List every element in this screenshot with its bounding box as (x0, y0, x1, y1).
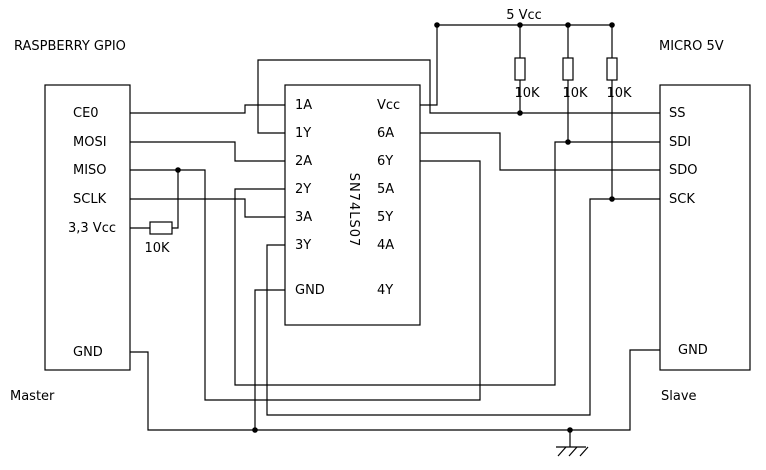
pin-label-5y: 5Y (377, 210, 393, 225)
pin-label-2a: 2A (295, 154, 312, 169)
wire-chip-gnd (254, 289, 285, 430)
pullup-3v3-value-label: 10K (144, 241, 170, 256)
junction-dot (565, 139, 571, 145)
junction-dot (609, 196, 615, 202)
pin-label-4a: 4A (377, 238, 394, 253)
power-rail-label: 5 Vcc (506, 8, 542, 23)
pin-label-2y: 2Y (295, 182, 311, 197)
ground-symbol (556, 446, 589, 457)
junction-dot (609, 22, 615, 28)
junction-dot (434, 22, 440, 28)
pullup3-value-label: 10K (606, 86, 632, 101)
pullup-resistor-3v3 (149, 221, 173, 235)
wire-mosi-to-2a (130, 141, 285, 162)
pin-label-4y: 4Y (377, 283, 393, 298)
ground-bus (130, 349, 660, 431)
junction-dot (517, 110, 523, 116)
wire-sclk-to-3a (130, 198, 285, 218)
pin-label-ss: SS (669, 106, 686, 121)
pin-label-sdo: SDO (669, 163, 698, 178)
pin-label-gnd-chip: GND (295, 283, 325, 298)
wire-6y-to-miso (130, 160, 481, 401)
pin-label-1y: 1Y (295, 126, 311, 141)
pin-label-3a: 3A (295, 210, 312, 225)
micro-5v-box (659, 84, 751, 371)
left-role-label: Master (10, 389, 55, 404)
pullup1-value-label: 10K (514, 86, 540, 101)
wire-sdo-to-6a (420, 132, 660, 171)
junction-dots (175, 22, 615, 433)
pullup-resistor-2 (562, 57, 574, 81)
pin-label-1a: 1A (295, 98, 312, 113)
wire-1y-to-ss (257, 59, 660, 134)
pullup-resistor-1 (514, 57, 526, 81)
pin-label-sck: SCK (669, 192, 695, 207)
pin-label-sdi: SDI (669, 135, 691, 150)
wire-3y-to-sck (266, 198, 660, 416)
junction-dot (252, 427, 258, 433)
pin-label-miso: MISO (73, 163, 107, 178)
junction-dot (517, 22, 523, 28)
pin-label-3y: 3Y (295, 238, 311, 253)
pin-label-mosi: MOSI (73, 135, 107, 150)
pin-label-gnd-micro: GND (678, 343, 708, 358)
raspberry-gpio-box (44, 84, 131, 371)
sn74ls07-chip-box (284, 84, 421, 326)
pullup-3v3-right-lead (172, 170, 179, 229)
pin-label-vcc: Vcc (377, 98, 400, 113)
pin-label-3v3: 3,3 Vcc (68, 221, 116, 236)
chip-name-label: SN74LS07 (346, 173, 361, 248)
junction-dot (565, 22, 571, 28)
junction-dot (567, 427, 573, 433)
pin-label-sclk: SCLK (73, 192, 107, 207)
pin-label-6y: 6Y (377, 154, 393, 169)
left-device-title: RASPBERRY GPIO (14, 39, 126, 54)
wire-ce0-to-1a (130, 104, 285, 114)
pullup-resistor-3 (606, 57, 618, 81)
pin-label-ce0: CE0 (73, 106, 99, 121)
pin-label-5a: 5A (377, 182, 394, 197)
pin-label-gnd-rpi: GND (73, 345, 103, 360)
right-role-label: Slave (661, 389, 697, 404)
pullup2-value-label: 10K (562, 86, 588, 101)
right-device-title: MICRO 5V (659, 39, 724, 54)
pin-label-6a: 6A (377, 126, 394, 141)
wire-2y-to-sdi (234, 141, 660, 386)
wire-chip-vcc-to-rail (420, 25, 438, 106)
junction-dot (175, 167, 181, 173)
